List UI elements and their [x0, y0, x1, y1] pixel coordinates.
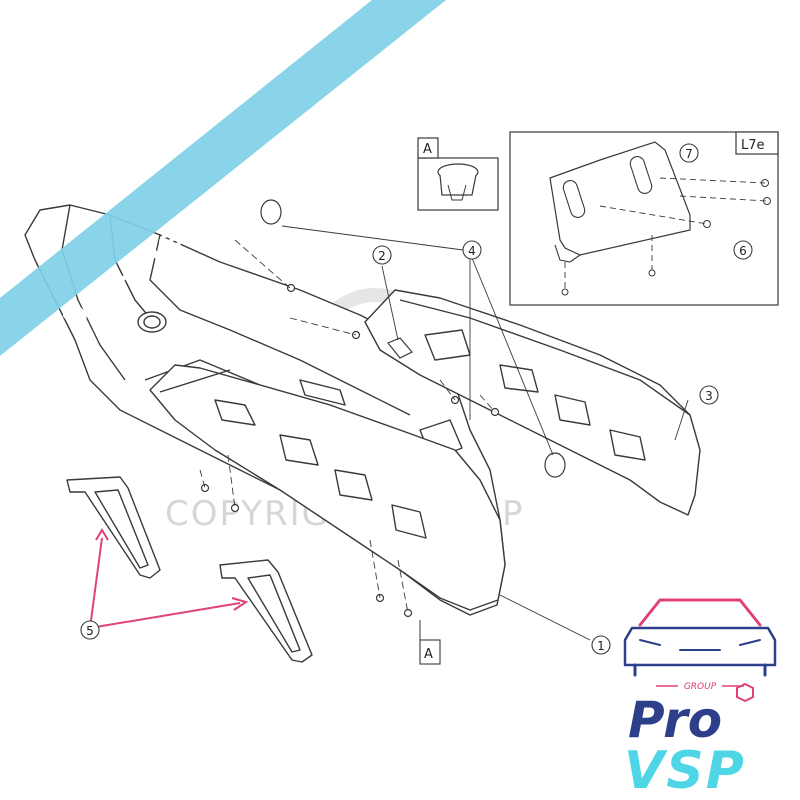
svg-text:3: 3 [705, 389, 713, 403]
logo-pro-text: Pro [628, 691, 722, 749]
view-marker-a-label: A [424, 647, 433, 662]
inset-detail-a [417, 137, 499, 211]
provsp-logo: GROUP Pro VSP [623, 598, 777, 800]
bumper-lower-diffuser [149, 364, 506, 611]
inset-l7e [509, 131, 779, 306]
svg-text:7: 7 [685, 147, 693, 161]
fasteners [200, 199, 566, 618]
view-marker-a [419, 620, 441, 665]
logo-vsp-text: VSP [624, 741, 746, 800]
hex-nut-icon [736, 682, 754, 703]
callout-4: 4 [462, 240, 482, 260]
inset-a-label: A [423, 142, 432, 157]
website-banner [0, 0, 446, 356]
callout-7: 7 [679, 143, 699, 163]
side-flaps [66, 476, 313, 663]
logo-group-text: GROUP [684, 682, 717, 692]
svg-text:5: 5 [86, 624, 94, 638]
callout-3: 3 [699, 385, 719, 405]
car-outline-icon [623, 598, 777, 677]
callout-1: 1 [591, 635, 611, 655]
leader-lines-part-5 [89, 528, 249, 629]
svg-text:2: 2 [378, 249, 386, 263]
svg-text:1: 1 [597, 639, 605, 653]
skid-plate [364, 289, 701, 516]
callout-2: 2 [372, 245, 392, 265]
callout-6: 6 [733, 240, 753, 260]
callout-5: 5 [80, 620, 100, 640]
svg-text:4: 4 [468, 244, 476, 258]
svg-text:6: 6 [739, 244, 747, 258]
inset-l7e-label: L7e [741, 138, 765, 153]
assembly-lines [199, 239, 496, 614]
